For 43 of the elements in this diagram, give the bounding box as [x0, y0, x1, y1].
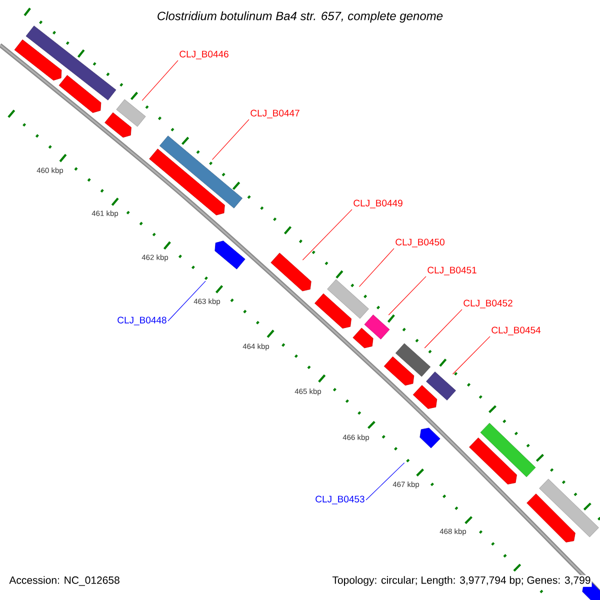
gene-label: CLJ_B0450	[396, 238, 444, 248]
leader-line	[212, 119, 250, 160]
leader-line	[388, 276, 426, 316]
title: Clostridium botulinum Ba4 str. 657, complete genome	[158, 11, 443, 23]
gene-feature	[352, 328, 374, 348]
gene-label: CLJ_B0447	[250, 110, 300, 118]
gene-label: CLJ_B0451	[428, 266, 476, 276]
gene-feature	[327, 279, 369, 319]
gene-feature	[526, 494, 576, 542]
gene-feature	[469, 438, 517, 484]
leader-line	[358, 248, 394, 287]
leader-line	[366, 462, 405, 500]
genome-info-text: Topology: circular; Length: 3,977,794 bp; Genes: 3,799	[331, 575, 592, 587]
gene-label: CLJ_B0449	[354, 200, 402, 208]
leader-line	[452, 336, 490, 374]
gene-feature	[539, 478, 599, 538]
gene-feature	[412, 385, 438, 409]
gene-label: CLJ_B0454	[492, 326, 541, 336]
gene-feature	[270, 252, 312, 292]
gene-label: CLJ_B0453	[316, 496, 364, 504]
gene-feature	[116, 99, 146, 127]
gene-feature	[214, 240, 246, 270]
gene-label: CLJ_B0446	[180, 50, 228, 60]
leader-line	[302, 209, 352, 260]
gene-feature	[364, 314, 390, 340]
leader-line	[424, 309, 462, 348]
gene-feature	[480, 422, 536, 478]
leader-line	[168, 280, 206, 322]
gene-feature	[420, 428, 440, 448]
gene-feature	[384, 356, 414, 386]
gene-feature	[159, 136, 243, 208]
gene-feature	[149, 148, 225, 216]
gene-feature	[104, 112, 132, 138]
gene-feature	[14, 39, 62, 81]
gene-feature	[58, 75, 102, 113]
gene-feature	[395, 343, 431, 377]
gene-label: CLJ_B0448	[118, 316, 166, 326]
gene-feature	[314, 293, 352, 329]
leader-line	[142, 60, 178, 101]
gene-label: CLJ_B0452	[464, 300, 512, 308]
gene-feature	[426, 372, 456, 400]
gene-feature	[26, 26, 116, 100]
accession-text: Accession: NC_012658	[9, 576, 120, 586]
